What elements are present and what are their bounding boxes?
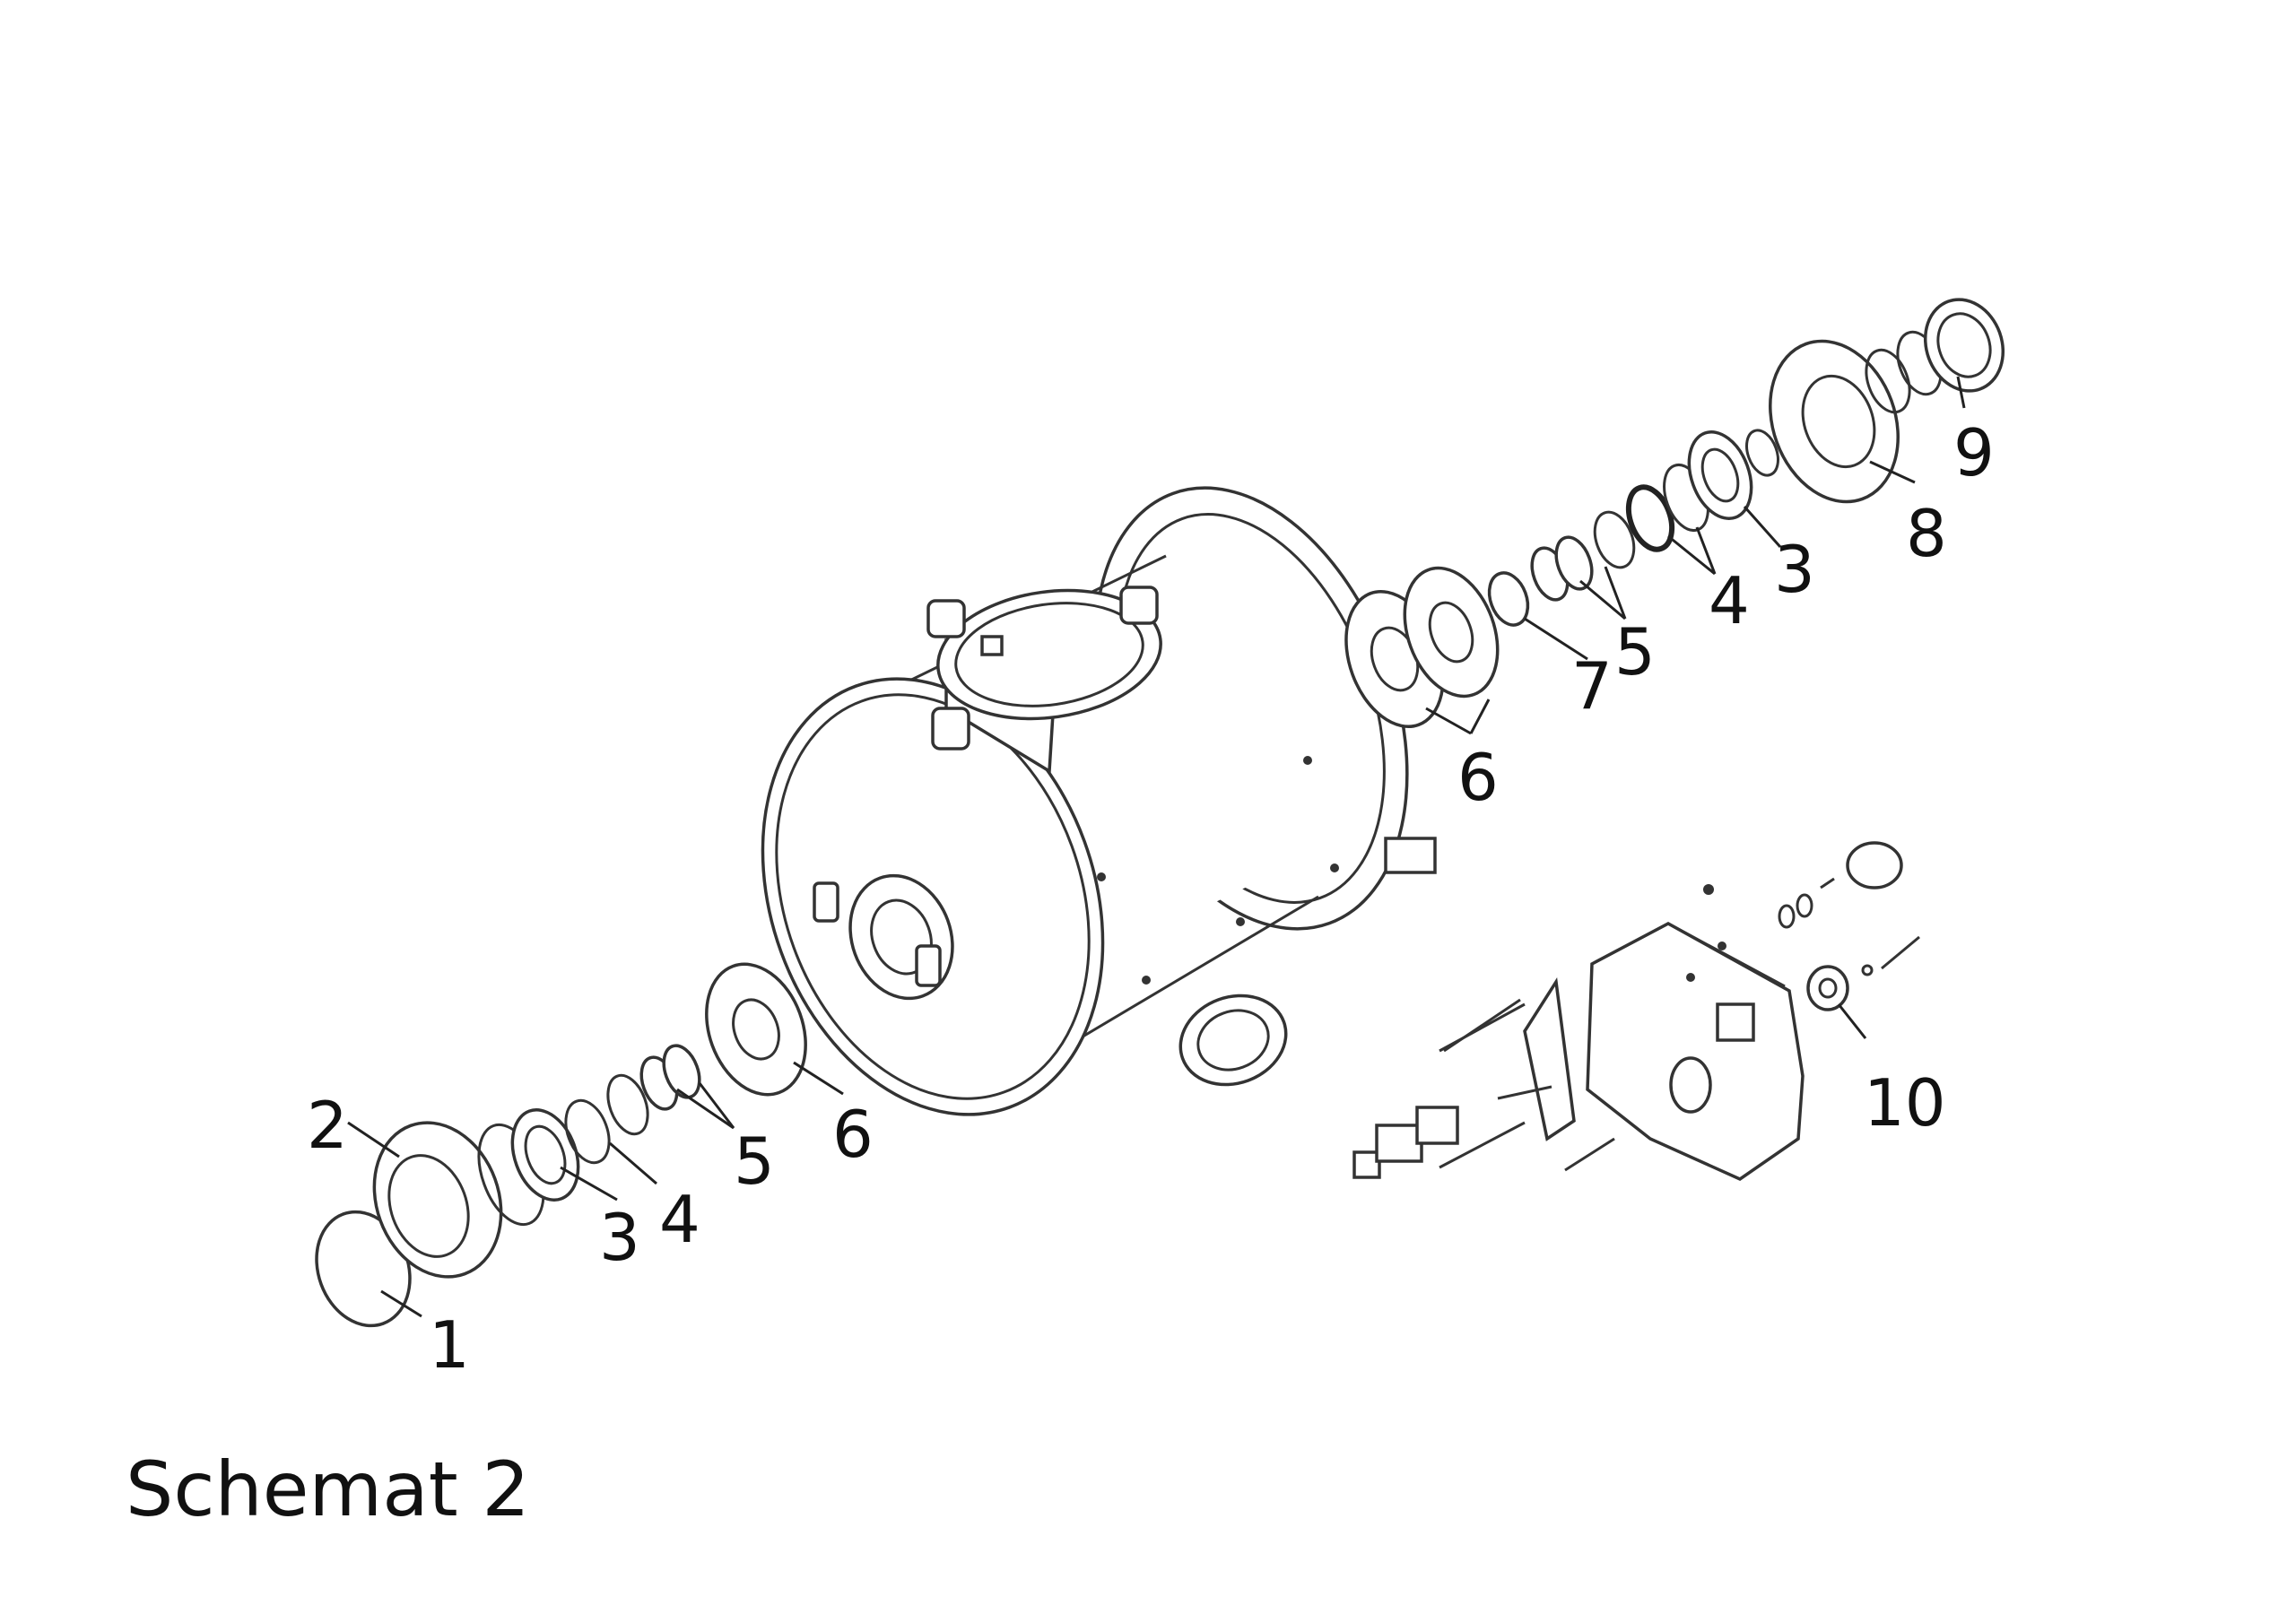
callout-5-left: 5	[734, 1124, 775, 1199]
right-bearing-assembly	[1344, 298, 2005, 729]
callout-7: 7	[1571, 648, 1613, 724]
callout-3-right: 3	[1774, 532, 1815, 607]
callout-6-left: 6	[832, 1097, 874, 1172]
callout-8: 8	[1906, 496, 1947, 571]
leader-lines	[347, 376, 1966, 1318]
callout-4-right: 4	[1709, 563, 1750, 638]
callout-2: 2	[307, 1088, 348, 1163]
gearbox-assembly	[1352, 841, 1920, 1182]
callout-labels: 1 2 3 4 5 6 6 7 5 4 3 8 9 10	[307, 415, 1995, 1383]
callout-3-left: 3	[599, 1200, 640, 1275]
diagram-title: Schemat 2	[126, 1445, 530, 1533]
drum-housing	[761, 486, 1437, 1116]
callout-5-right: 5	[1614, 614, 1656, 690]
left-bearing-assembly	[315, 962, 807, 1328]
callout-1: 1	[429, 1307, 470, 1383]
callout-6-right: 6	[1457, 740, 1499, 815]
callout-9: 9	[1953, 415, 1995, 490]
callout-10: 10	[1864, 1065, 1946, 1141]
callout-4-left: 4	[659, 1182, 700, 1257]
